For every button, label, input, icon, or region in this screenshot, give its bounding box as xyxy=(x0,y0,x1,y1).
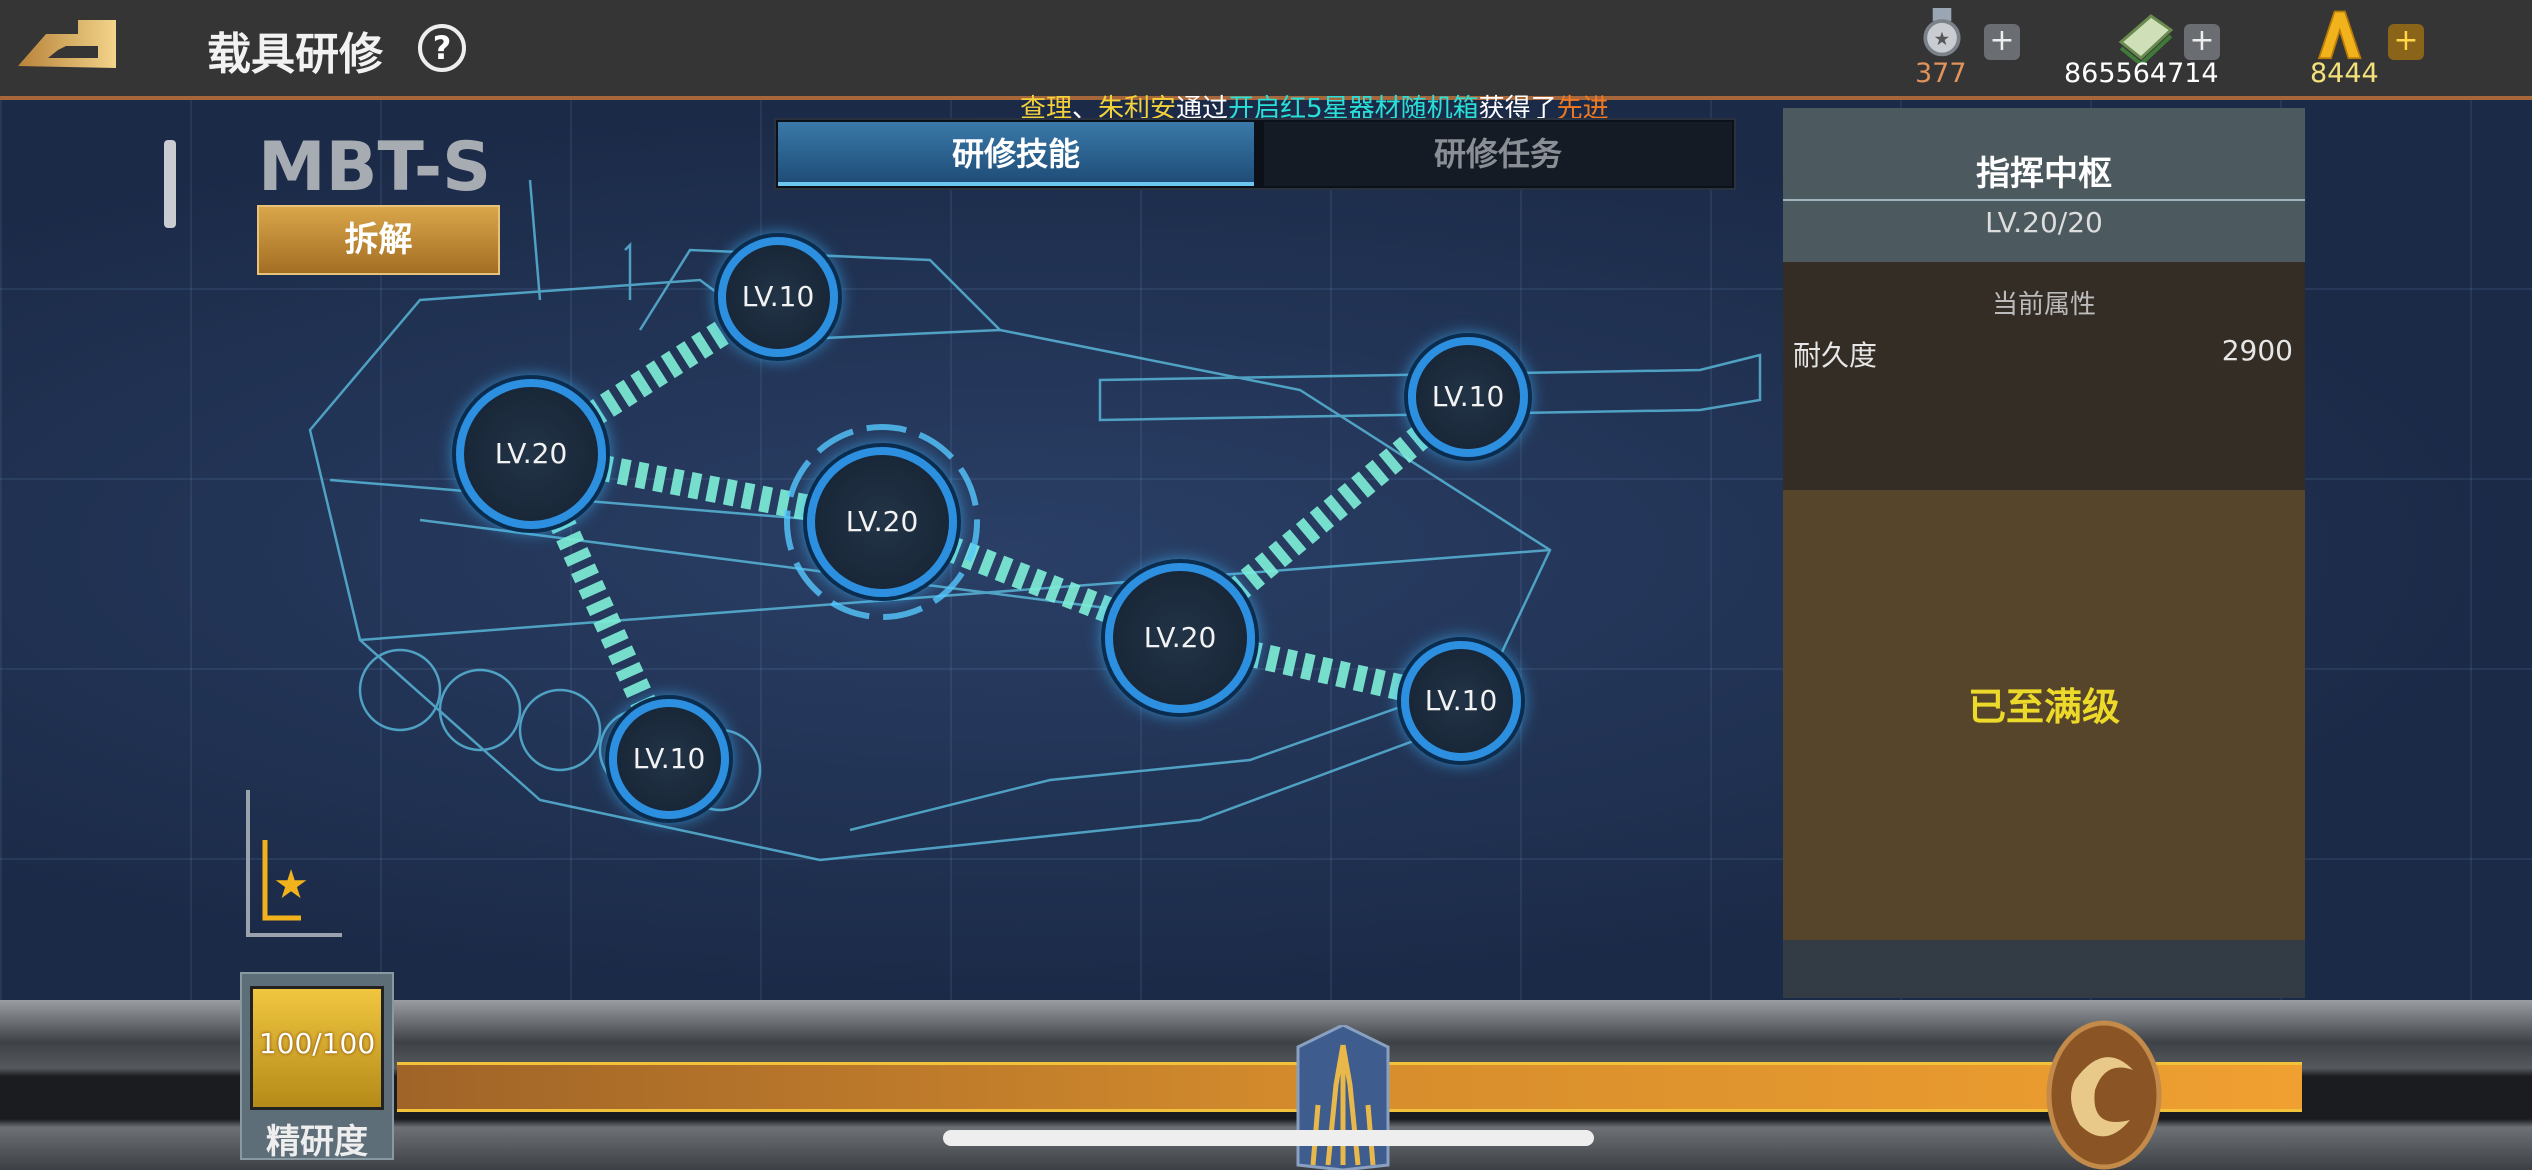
precision-label: 精研度 xyxy=(266,1122,368,1162)
attribute-value: 2900 xyxy=(2221,334,2293,367)
currency-cash: + 865564714 xyxy=(2062,8,2232,98)
skill-node-top[interactable]: LV.10 xyxy=(718,237,838,357)
home-indicator[interactable] xyxy=(943,1130,1594,1146)
skill-node-barrel[interactable]: LV.10 xyxy=(1408,337,1528,457)
max-level-status: 已至满级 xyxy=(1967,685,2120,729)
gold-count: 8444 xyxy=(2310,58,2379,89)
skill-node-center-selected[interactable]: LV.20 xyxy=(807,447,957,597)
skill-node-track[interactable]: LV.10 xyxy=(609,699,729,819)
gold-bar-icon xyxy=(2317,10,2362,60)
skill-name: 指挥中枢 xyxy=(1976,154,2112,194)
skill-node-left[interactable]: LV.20 xyxy=(456,379,606,529)
currency-medal: ★ + 377 xyxy=(1910,8,2020,98)
skill-detail-panel: 指挥中枢 LV.20/20 当前属性 耐久度 2900 已至满级 xyxy=(1783,108,2305,998)
add-gold-button[interactable]: + xyxy=(2388,24,2424,60)
precision-box: 100/100 xyxy=(250,986,384,1110)
vehicle-model-name: MBT-S xyxy=(258,128,492,207)
bronze-medal-icon[interactable] xyxy=(2045,1020,2163,1170)
divider xyxy=(1783,199,2305,201)
precision-value: 100/100 xyxy=(258,1027,376,1060)
precision-badge: 100/100 精研度 xyxy=(240,972,394,1162)
currency-gold: + 8444 xyxy=(2308,8,2428,98)
page-title: 载具研修 xyxy=(207,29,383,80)
skill-node-front[interactable]: LV.10 xyxy=(1401,641,1521,761)
attributes-section: 当前属性 耐久度 2900 xyxy=(1783,262,2305,490)
add-medal-button[interactable]: + xyxy=(1984,24,2020,60)
tab-bar: 研修技能 研修任务 xyxy=(774,118,1736,190)
add-cash-button[interactable]: + xyxy=(2184,24,2220,60)
side-indicator xyxy=(164,140,176,228)
medal-icon: ★ xyxy=(1923,8,1961,57)
svg-text:★: ★ xyxy=(1934,29,1951,50)
cash-count: 865564714 xyxy=(2064,58,2219,89)
star-rank-icon[interactable]: ★ xyxy=(245,790,345,940)
rank-insignia-icon[interactable] xyxy=(1288,1025,1398,1170)
skill-level: LV.20/20 xyxy=(1985,206,2103,239)
question-circle-icon[interactable]: ? xyxy=(418,24,466,72)
svg-text:★: ★ xyxy=(273,862,309,908)
panel-header: 指挥中枢 LV.20/20 xyxy=(1783,108,2305,262)
attribute-name: 耐久度 xyxy=(1793,339,1878,372)
panel-footer xyxy=(1783,940,2305,998)
tab-research-skills[interactable]: 研修技能 xyxy=(778,122,1254,186)
dismantle-button[interactable]: 拆解 xyxy=(257,205,500,275)
skill-node-hull[interactable]: LV.20 xyxy=(1105,563,1255,713)
medal-count: 377 xyxy=(1915,58,1967,89)
max-level-section: 已至满级 xyxy=(1783,490,2305,940)
back-arrow-icon[interactable] xyxy=(18,20,116,68)
attributes-header: 当前属性 xyxy=(1991,290,2096,320)
cash-stack-icon xyxy=(2118,14,2173,64)
tab-research-tasks[interactable]: 研修任务 xyxy=(1264,122,1732,186)
